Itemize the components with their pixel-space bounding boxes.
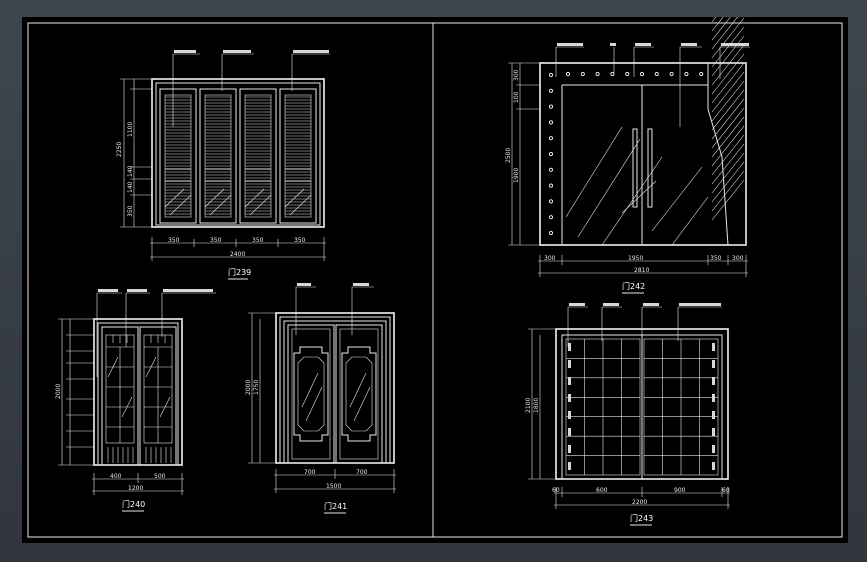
d241-dim-h-inner: 1750 [253, 380, 260, 395]
d239-caption: 门239 [228, 267, 251, 277]
d243-dim-w1: 60 [552, 487, 560, 494]
d242-dim-w4: 300 [732, 255, 744, 262]
d241-dim-w-total: 1500 [326, 483, 341, 490]
d240-dim-h-total: 2000 [55, 384, 62, 399]
d239-dim-w-total: 2400 [230, 251, 245, 258]
d242-dim-h-low: 1900 [513, 168, 520, 183]
d243-dim-w2: 600 [596, 487, 608, 494]
d243-dim-w-total: 2200 [632, 499, 647, 506]
d243-dim-w3: 900 [674, 487, 686, 494]
d242-caption: 门242 [622, 281, 645, 291]
d240-dim-w-total: 1200 [128, 485, 143, 492]
cad-drawing-viewport[interactable]: 2250 1100 140 140 350 350 350 350 350 24… [22, 17, 848, 543]
door-242-elevation: 2500 300 100 1900 300 1950 350 300 2810 … [505, 17, 750, 294]
d241-caption: 门241 [324, 501, 347, 511]
door-239-elevation: 2250 1100 140 140 350 350 350 350 350 24… [116, 50, 330, 280]
door-243-elevation: 2100 1800 60 600 900 60 2200 门243 [525, 303, 730, 526]
sheet-border [27, 22, 843, 538]
door-241-elevation: 2000 1750 700 700 1500 门241 [245, 283, 396, 514]
d239-dim-w3: 350 [252, 237, 264, 244]
d241-dim-w1: 700 [304, 469, 316, 476]
d242-dim-w1: 300 [544, 255, 556, 262]
d240-dim-w2: 500 [154, 473, 166, 480]
d239-dim-h-top: 1100 [127, 122, 134, 137]
d242-dim-w3: 350 [710, 255, 722, 262]
d243-dim-h-inner: 1800 [533, 398, 540, 413]
d243-dim-h-total: 2100 [525, 398, 532, 413]
d239-dim-h-b: 140 [127, 181, 134, 193]
d241-dim-h-total: 2000 [245, 380, 252, 395]
d239-dim-h-total: 2250 [116, 142, 123, 157]
d242-dim-h-top: 300 [513, 69, 520, 81]
d242-dim-w-total: 2810 [634, 267, 649, 274]
d239-dim-h-c: 350 [127, 205, 134, 217]
d240-caption: 门240 [122, 499, 145, 509]
d239-dim-w1: 350 [168, 237, 180, 244]
d239-dim-w2: 350 [210, 237, 222, 244]
d242-dim-h-total: 2500 [505, 148, 512, 163]
d239-dim-h-a: 140 [127, 165, 134, 177]
d241-dim-w2: 700 [356, 469, 368, 476]
d239-dim-w4: 350 [294, 237, 306, 244]
d243-caption: 门243 [630, 513, 653, 523]
d243-dim-w4: 60 [722, 487, 730, 494]
d240-dim-w1: 400 [110, 473, 122, 480]
drawing-canvas[interactable]: 2250 1100 140 140 350 350 350 350 350 24… [22, 17, 848, 543]
d242-dim-w2: 1950 [628, 255, 643, 262]
d242-dim-h-mid: 100 [513, 91, 520, 103]
door-240-elevation: 2000 400 500 1200 门240 [55, 289, 216, 512]
